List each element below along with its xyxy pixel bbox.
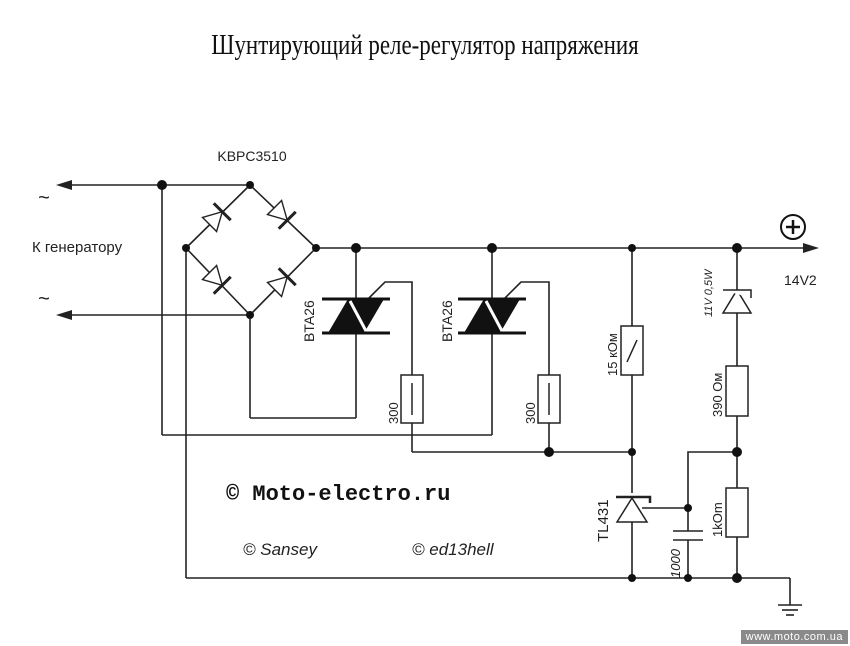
resistor-390-label: 390 Ом — [710, 373, 725, 417]
tl431-label: TL431 — [595, 499, 612, 542]
resistor-1k-label: 1kOm — [710, 502, 725, 537]
junctions — [157, 180, 742, 583]
resistor-gate-2-label: 300 — [523, 402, 538, 424]
resistor-gate-2-icon — [537, 374, 561, 424]
triac-1-icon — [322, 297, 390, 335]
capacitor-icon — [673, 530, 703, 541]
arrow-ac-top-icon — [56, 180, 72, 190]
resistor-gate-1-icon — [400, 374, 424, 424]
tl431-icon — [615, 495, 652, 523]
capacitor-label: 1000 — [668, 548, 683, 578]
ac-symbol-bottom: ~ — [38, 288, 50, 310]
diagram-title: Шунтирующий реле-регулятор напряжения — [211, 30, 639, 61]
resistor-trim-label: 15 кОм — [605, 333, 620, 376]
generator-label: К генератору — [32, 239, 123, 256]
triac-2-label: BTA26 — [439, 300, 455, 342]
author-credit-2: © ed13hell — [412, 540, 495, 559]
site-credit: © Moto-electro.ru — [226, 482, 450, 507]
output-voltage-label: 14V2 — [784, 272, 817, 288]
diode-d4-icon — [266, 267, 297, 298]
triac-2-icon — [458, 297, 526, 335]
zener-diode-icon — [721, 288, 753, 314]
watermark: www.moto.com.ua — [740, 630, 848, 644]
resistor-1k-icon — [725, 487, 749, 538]
arrow-ac-bottom-icon — [56, 310, 72, 320]
diode-d3-icon — [201, 264, 232, 295]
arrow-output-icon — [803, 243, 819, 253]
plus-terminal-icon — [780, 214, 806, 240]
triac-1-label: BTA26 — [301, 300, 317, 342]
bridge-diodes — [201, 199, 297, 298]
ac-symbol-top: ~ — [38, 187, 50, 209]
resistor-390-icon — [725, 365, 749, 417]
bridge-label: KBPC3510 — [217, 148, 286, 164]
diode-d1-icon — [201, 202, 232, 233]
author-credit-1: © Sansey — [243, 540, 318, 559]
resistor-gate-1-label: 300 — [386, 402, 401, 424]
zener-label: 11V 0,5W — [703, 268, 715, 317]
diode-d2-icon — [266, 199, 297, 230]
ground-icon — [778, 604, 802, 616]
resistor-trim-15k-icon — [620, 325, 644, 376]
